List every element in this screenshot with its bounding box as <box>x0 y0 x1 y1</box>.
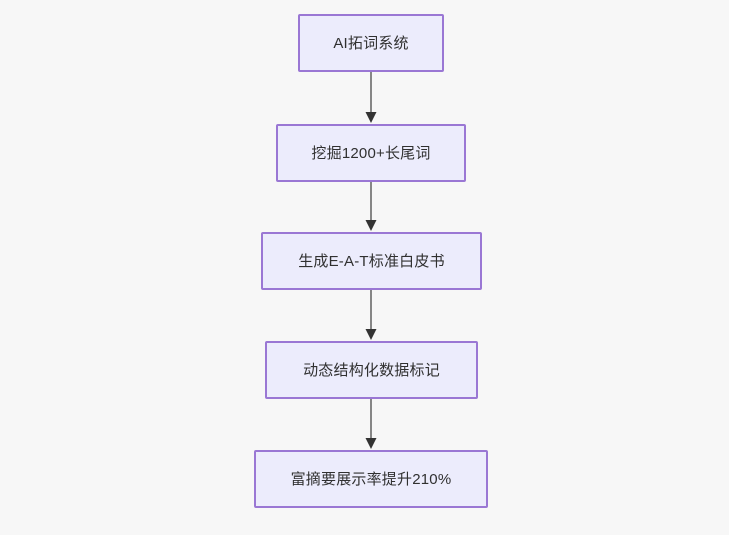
edge-arrow-icon <box>365 182 377 231</box>
edge-arrow-icon <box>365 290 377 340</box>
edge-node4-to-node5 <box>364 399 378 450</box>
flow-node-label: 生成E-A-T标准白皮书 <box>298 252 445 270</box>
edge-node2-to-node3 <box>364 182 378 232</box>
flow-node-label: AI拓词系统 <box>333 34 409 52</box>
edge-node1-to-node2 <box>364 72 378 124</box>
flow-node-label: 动态结构化数据标记 <box>303 361 440 379</box>
edge-node3-to-node4 <box>364 290 378 341</box>
edge-arrow-icon <box>365 72 377 123</box>
flow-node-label: 挖掘1200+长尾词 <box>311 144 431 162</box>
flow-node-dynamic-structured-data-markup[interactable]: 动态结构化数据标记 <box>265 341 478 399</box>
flow-node-rich-snippet-rate-increase[interactable]: 富摘要展示率提升210% <box>254 450 488 508</box>
flow-node-generate-eat-whitepaper[interactable]: 生成E-A-T标准白皮书 <box>261 232 482 290</box>
edge-arrow-icon <box>365 399 377 449</box>
flow-node-ai-keyword-system[interactable]: AI拓词系统 <box>298 14 444 72</box>
flow-node-label: 富摘要展示率提升210% <box>290 470 452 488</box>
flow-node-mine-longtail-keywords[interactable]: 挖掘1200+长尾词 <box>276 124 466 182</box>
